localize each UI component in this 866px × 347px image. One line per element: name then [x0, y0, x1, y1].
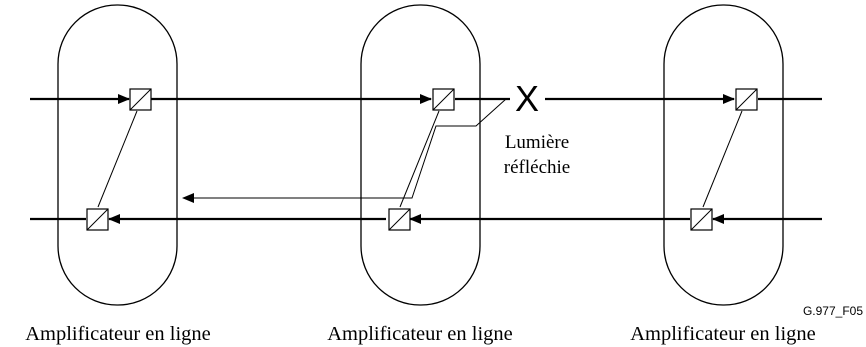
reflected-light-path: [182, 98, 507, 203]
amplifier-label-2: Amplificateur en ligne: [327, 323, 513, 345]
coupler-bottom-1: [86, 208, 109, 231]
coupler-top-1: [129, 88, 152, 111]
coupler-top-3: [735, 88, 758, 111]
amplifier-label-1: Amplificateur en ligne: [25, 323, 211, 345]
coupling-line-1: [97, 110, 138, 208]
reflection-label-line2: réfléchie: [504, 157, 570, 178]
amplifier-housing-3: [663, 4, 784, 306]
amplifier-housing-2: [360, 4, 481, 306]
coupler-bottom-2: [388, 208, 411, 231]
coupling-line-2a: [399, 110, 440, 208]
amplifier-housing-1: [57, 4, 178, 306]
coupling-line-3: [702, 110, 743, 208]
fault-marker-x: X: [515, 78, 539, 119]
reflection-label-line1: Lumière: [505, 132, 569, 153]
amplifier-label-3: Amplificateur en ligne: [630, 323, 816, 345]
figure-id: G.977_F05: [803, 304, 863, 318]
coupler-top-2: [432, 88, 455, 111]
coupler-bottom-3: [690, 208, 713, 231]
